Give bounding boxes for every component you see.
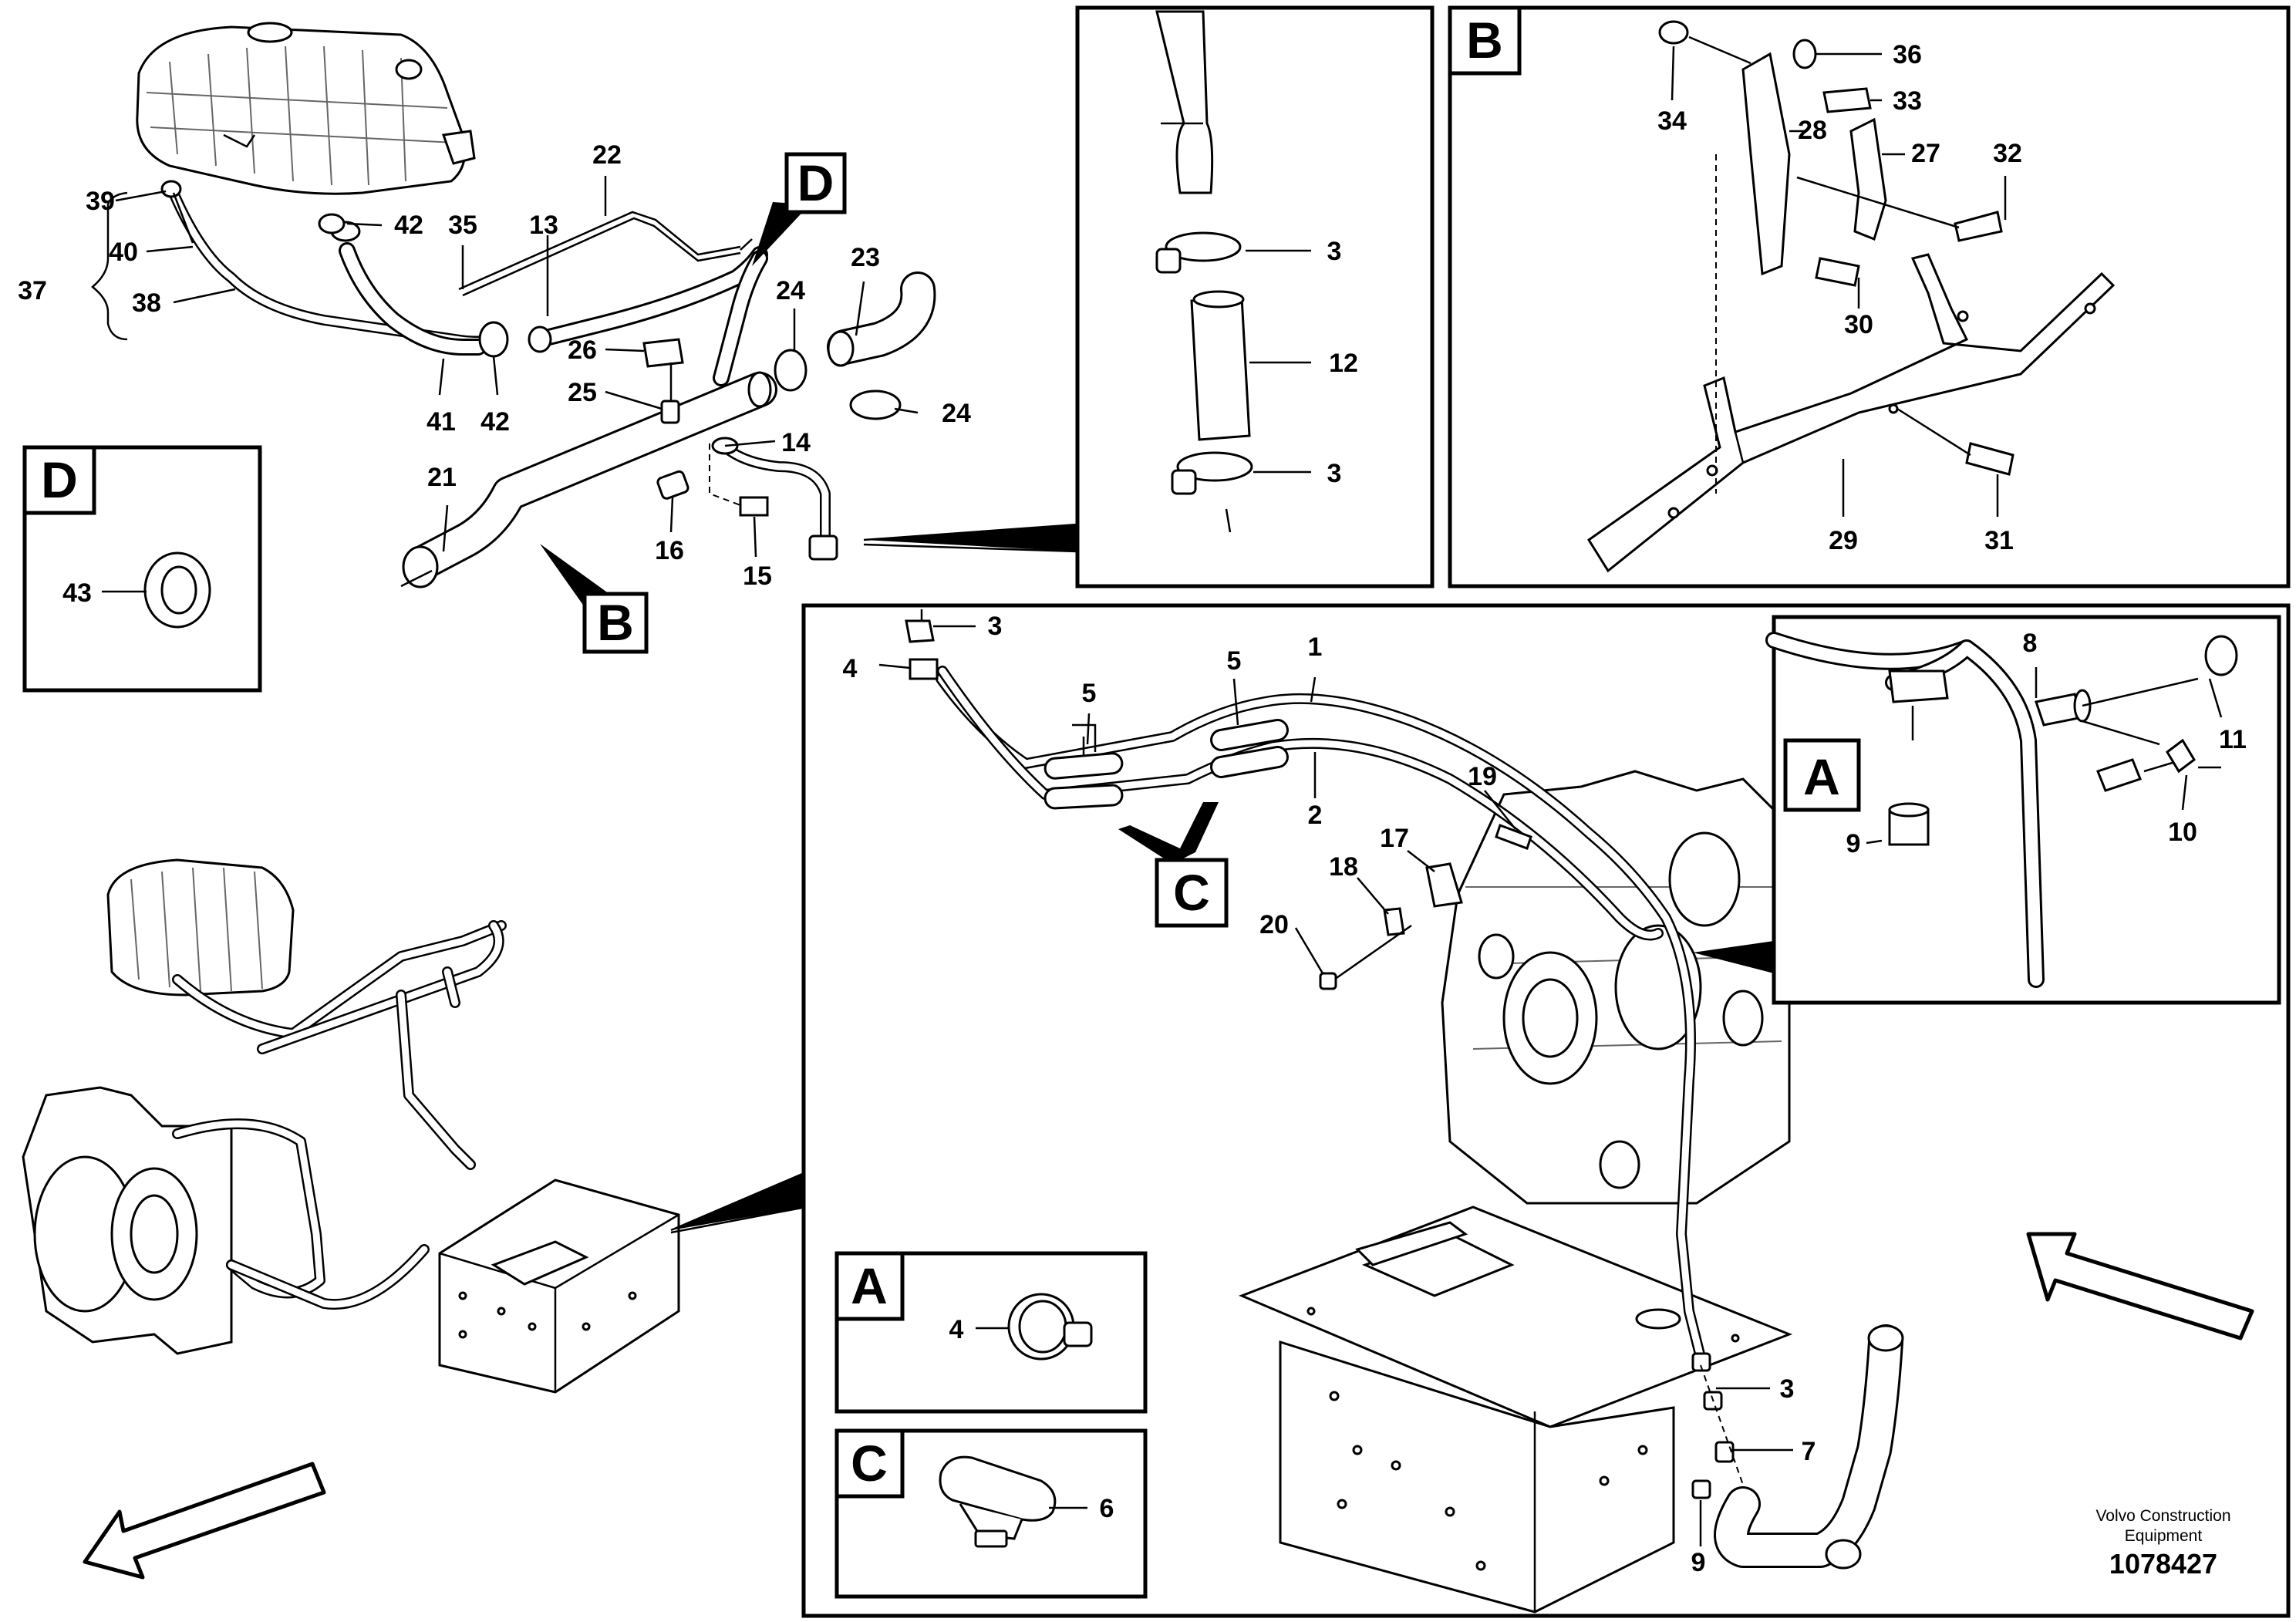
label-cup-12: 12 [1329, 349, 1358, 378]
label-25: 25 [568, 378, 597, 407]
label-m-18: 18 [1329, 852, 1358, 882]
inset-d: D [22, 445, 262, 693]
box-a: A [834, 1251, 1148, 1414]
reference-number: 1078427 [2109, 1548, 2217, 1580]
label-m-3b: 3 [1780, 1374, 1795, 1404]
tag-d-letter: D [797, 154, 834, 211]
label-a-10: 10 [2168, 818, 2197, 847]
label-m-7: 7 [1802, 1437, 1816, 1466]
pipe-21 [400, 371, 777, 588]
clamp-42b [478, 321, 509, 358]
inset-b-letter: B [1466, 12, 1503, 69]
label-b-29: 29 [1829, 526, 1858, 555]
credit-line2: Equipment [2125, 1527, 2203, 1545]
label-b-36: 36 [1893, 40, 1922, 69]
label-40: 40 [109, 238, 138, 267]
tag-c-letter: C [1173, 864, 1210, 921]
label-38: 38 [132, 288, 161, 318]
hose-14 [711, 437, 838, 561]
label-41: 41 [426, 407, 456, 437]
label-37: 37 [18, 276, 47, 305]
arrow-bottom-left [83, 1462, 326, 1580]
label-m-17: 17 [1380, 824, 1409, 853]
box-c: C [834, 1428, 1148, 1599]
label-m-2: 2 [1308, 801, 1323, 830]
tl-callouts [91, 176, 919, 558]
label-b-33: 33 [1893, 86, 1922, 116]
hose-d-upright [713, 250, 768, 386]
clamp-24b [849, 389, 902, 420]
label-cup-3a: 3 [1327, 237, 1342, 266]
label-26: 26 [568, 336, 597, 365]
label-22: 22 [592, 140, 622, 170]
label-a-11: 11 [2219, 725, 2247, 754]
inset-b-bracket: B [1448, 5, 2291, 588]
label-m-5a: 5 [1082, 679, 1097, 708]
label-42a: 42 [394, 211, 423, 240]
elbow-23 [827, 271, 936, 367]
label-24a: 24 [776, 276, 805, 305]
credit-block: Volvo Construction Equipment 1078427 [2095, 1507, 2230, 1580]
part-25 [660, 400, 680, 424]
label-21: 21 [427, 463, 457, 492]
label-b-27: 27 [1911, 139, 1940, 168]
label-13: 13 [529, 211, 558, 240]
label-cup-3b: 3 [1327, 459, 1342, 488]
tag-b-letter: B [597, 594, 634, 651]
label-35: 35 [448, 211, 477, 240]
part-16 [656, 470, 689, 500]
tag-b-bottom: B [540, 544, 649, 654]
label-m-9: 9 [1691, 1548, 1706, 1577]
label-m-19: 19 [1468, 762, 1497, 791]
tag-d-top: D [752, 152, 847, 266]
hose-38 [160, 180, 499, 347]
inset-d-letter: D [41, 451, 78, 508]
pipe-22 [458, 211, 753, 297]
inset-a-letter: A [1803, 748, 1840, 805]
bolt-15 [739, 496, 769, 517]
overview [22, 858, 680, 1394]
callout-labels: 39 40 37 38 42 35 13 22 41 42 26 25 24 2… [18, 40, 2247, 1577]
label-a-9: 9 [1846, 829, 1861, 858]
inset-hose-12 [863, 5, 1435, 588]
label-m-3a: 3 [988, 612, 1003, 641]
label-box-a-4: 4 [949, 1315, 964, 1344]
expansion-tank-group [136, 22, 476, 195]
label-42b: 42 [480, 407, 510, 437]
main-panel: C [801, 603, 2291, 1618]
part-26 [642, 338, 684, 368]
label-a-8: 8 [2023, 629, 2038, 658]
label-24b: 24 [942, 399, 971, 428]
inset-a: A [1693, 615, 2281, 1005]
label-43: 43 [62, 578, 92, 608]
box-c-letter: C [851, 1435, 888, 1492]
label-b-31: 31 [1984, 526, 2014, 555]
label-b-28: 28 [1798, 116, 1827, 145]
label-b-32: 32 [1993, 139, 2022, 168]
credit-line1: Volvo Construction [2095, 1507, 2230, 1525]
label-23: 23 [851, 243, 880, 272]
label-box-c-6: 6 [1100, 1494, 1114, 1523]
label-m-4: 4 [843, 654, 858, 683]
clamp-42a [318, 213, 346, 234]
label-m-1: 1 [1308, 632, 1323, 662]
label-15: 15 [743, 561, 772, 591]
label-14: 14 [781, 428, 811, 457]
label-39: 39 [86, 187, 115, 216]
label-16: 16 [655, 536, 684, 565]
label-b-30: 30 [1844, 310, 1873, 339]
label-m-20: 20 [1259, 910, 1289, 939]
box-a-letter: A [851, 1257, 888, 1314]
clamp-24a [774, 349, 807, 392]
label-b-34: 34 [1657, 106, 1687, 136]
label-m-5b: 5 [1227, 646, 1242, 676]
